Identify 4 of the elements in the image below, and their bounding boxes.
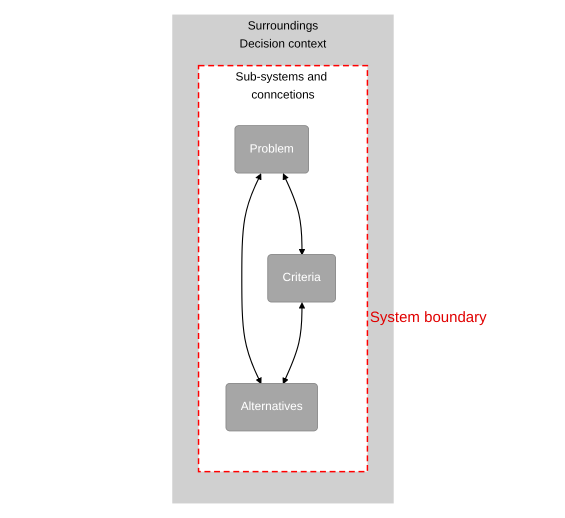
arrow: [282, 302, 305, 384]
arrow: [240, 173, 262, 384]
arrow: [282, 173, 305, 256]
boundary-label: System boundary: [370, 309, 488, 326]
